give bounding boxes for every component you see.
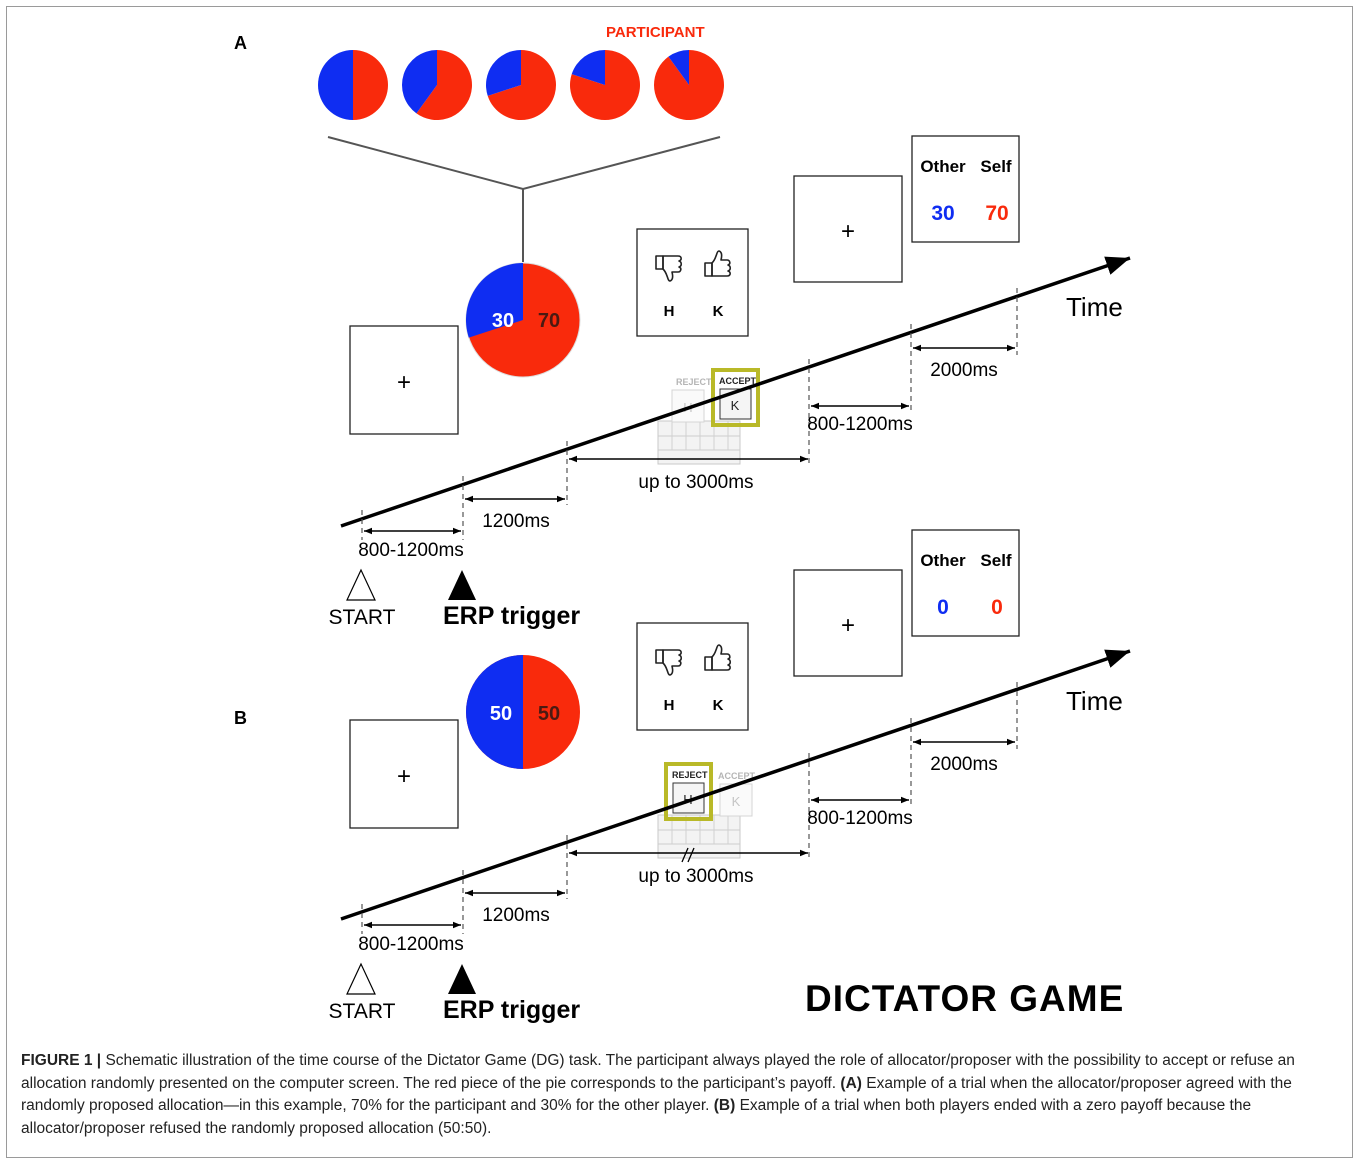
caption-figure-label: FIGURE 1 | <box>21 1052 102 1069</box>
erp-trigger-triangle-icon <box>448 964 476 994</box>
feedback-screen-b: Other Self 0 0 <box>911 529 1020 637</box>
other-payoff-value: 0 <box>937 596 949 619</box>
allocation-pie <box>318 50 388 120</box>
panel-b: B 50 50 + + H K Other Self 0 0 <box>234 529 1131 1024</box>
allocation-pie-other-slice <box>486 50 521 96</box>
offer-b-other-value: 50 <box>490 703 512 725</box>
iti-duration: 800-1200ms <box>358 540 464 561</box>
allocation-pie-self-slice <box>487 50 556 120</box>
offer-duration: 1200ms <box>482 905 550 926</box>
iti-duration: 800-1200ms <box>358 934 464 955</box>
feedback-duration: 2000ms <box>930 754 998 775</box>
caption-a-tag: (A) <box>840 1074 862 1092</box>
caption-a-text: Example of a trial when the allocator/pr… <box>21 1074 1292 1115</box>
other-header: Other <box>920 157 966 176</box>
caption-b-text: Example of a trial when both players end… <box>21 1097 1252 1137</box>
other-header: Other <box>920 551 966 570</box>
response-screen-a: H K <box>636 228 749 337</box>
duration-arrows-b <box>364 738 1015 929</box>
self-payoff-value: 0 <box>991 596 1003 619</box>
self-header: Self <box>980 157 1012 176</box>
start-triangle-icon <box>346 962 376 995</box>
keyboard-b: REJECT H ACCEPT K <box>657 762 756 863</box>
fixation-screen-a1: + <box>349 325 459 435</box>
fixation-screen-a2: + <box>793 175 903 283</box>
erp-trigger-triangle-icon <box>448 570 476 600</box>
duration-arrows-a <box>364 344 1015 535</box>
response-screen-b: H K <box>636 622 749 731</box>
fixation-cross: + <box>397 369 411 396</box>
fixation-cross: + <box>841 612 855 639</box>
event-markers-a <box>361 288 1018 540</box>
accept-highlight <box>711 368 760 427</box>
response-duration: up to 3000ms <box>638 866 753 887</box>
accept-key-label: ACCEPT <box>718 771 756 781</box>
allocation-pie <box>402 50 473 120</box>
offer-b-self-value: 50 <box>538 703 560 725</box>
allocation-pie-row <box>318 50 725 120</box>
reject-key-label: REJECT <box>672 770 708 780</box>
start-label: START <box>329 606 396 629</box>
key-k-label: K <box>713 697 724 714</box>
fixation-screen-b1: + <box>349 719 459 829</box>
caption-intro: Schematic illustration of the time cours… <box>21 1052 1295 1092</box>
allocation-pie-self-slice <box>654 50 725 120</box>
allocation-pie <box>570 50 640 120</box>
allocation-pie-self-slice <box>353 50 388 120</box>
time-label: Time <box>1066 292 1123 322</box>
delay-duration: 800-1200ms <box>807 414 913 435</box>
allocation-pie <box>654 50 725 120</box>
start-triangle-icon <box>346 568 376 601</box>
other-payoff-value: 30 <box>931 202 954 225</box>
panel-a: A PARTICIPANT 30 70 + + H K <box>234 24 1131 630</box>
erp-trigger-label: ERP trigger <box>443 602 580 630</box>
offer-a-self-value: 70 <box>538 310 560 332</box>
response-duration: up to 3000ms <box>638 472 753 493</box>
offer-pie-b-other-slice <box>466 655 523 769</box>
allocation-pie-other-slice <box>571 50 605 85</box>
keyboard-a: REJECT H ACCEPT K <box>657 368 760 465</box>
figure-frame <box>6 6 1353 1158</box>
panel-b-label: B <box>234 708 247 728</box>
self-header: Self <box>980 551 1012 570</box>
panel-a-label: A <box>234 33 247 53</box>
offer-pie-b: 50 50 <box>466 655 580 769</box>
participant-header: PARTICIPANT <box>606 24 705 41</box>
allocation-pie-other-slice <box>318 50 353 120</box>
accept-key-label: ACCEPT <box>719 376 757 386</box>
game-title: DICTATOR GAME <box>805 978 1124 1019</box>
fixation-screen-b2: + <box>793 569 903 677</box>
time-label: Time <box>1066 686 1123 716</box>
timeline-b <box>340 649 1131 921</box>
pie-row-connector <box>327 136 721 191</box>
allocation-pie <box>486 50 556 120</box>
offer-pie-a: 30 70 <box>465 262 581 378</box>
feedback-screen-a: Other Self 30 70 <box>911 135 1020 243</box>
offer-duration: 1200ms <box>482 511 550 532</box>
offer-a-other-value: 30 <box>492 310 514 332</box>
caption-b-tag: (B) <box>713 1097 736 1114</box>
start-label: START <box>329 1000 396 1023</box>
dictator-game-diagram: A PARTICIPANT 30 70 + + H K <box>234 24 1131 1024</box>
erp-trigger-label: ERP trigger <box>443 996 580 1024</box>
event-markers-b <box>361 682 1018 934</box>
feedback-duration: 2000ms <box>930 360 998 381</box>
figure-caption: FIGURE 1 | Schematic illustration of the… <box>21 1050 1339 1140</box>
key-k-label: K <box>713 303 724 320</box>
allocation-pie-self-slice <box>416 50 473 120</box>
key-k-cap-label: K <box>732 794 741 809</box>
timeline-a <box>340 256 1131 528</box>
self-payoff-value: 70 <box>985 202 1008 225</box>
fixation-cross: + <box>397 763 411 790</box>
fixation-cross: + <box>841 218 855 245</box>
key-k-cap-label: K <box>731 398 740 413</box>
allocation-pie-other-slice <box>402 50 437 114</box>
reject-key-label: REJECT <box>676 377 712 387</box>
key-h-label: H <box>664 303 675 320</box>
offer-pie-a-other-slice <box>465 263 523 338</box>
key-h-label: H <box>664 697 675 714</box>
delay-duration: 800-1200ms <box>807 808 913 829</box>
allocation-pie-other-slice <box>668 50 689 85</box>
